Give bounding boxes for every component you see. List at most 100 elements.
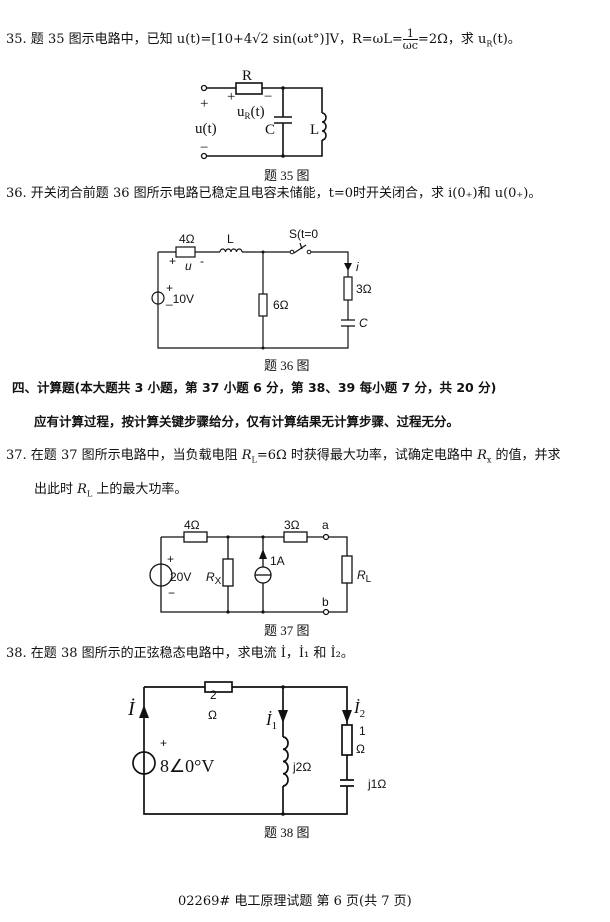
rx-symbol: R [477, 448, 487, 463]
label-4ohm: 4Ω [184, 518, 200, 532]
figure-36: 4Ω L S(t=0 + u - + _10V 6Ω i 3Ω C 题 36 图 [151, 227, 372, 373]
section-instruction: 应有计算过程，按计算关键步骤给分，仅有计算结果无计算步骤、过程无分。 [34, 414, 460, 429]
label-i1: İ1 [265, 710, 277, 732]
q35-text-b: =2Ω，求 u [417, 32, 487, 47]
q37-text-a: 37. 在题 37 图所示电路中，当负载电阻 [6, 448, 242, 463]
arrow-icon [259, 549, 267, 559]
inductor [282, 736, 289, 787]
label-i: i [356, 260, 359, 274]
section-title: 四、计算题(本大题共 3 小题，第 37 小题 6 分，第 38、39 每小题 … [12, 380, 497, 395]
q35-sub: R [486, 39, 493, 49]
label-3ohm: 3Ω [284, 518, 300, 532]
terminal [200, 152, 208, 160]
label-switch: S(t=0 [289, 227, 318, 241]
label-src-plus: + [166, 281, 173, 295]
caption-36: 题 36 图 [264, 358, 310, 373]
label-3ohm: 3Ω [356, 282, 372, 296]
arrow-icon [344, 263, 352, 271]
label-8v: 8∠0°V [160, 756, 214, 776]
arrow-icon [139, 705, 149, 718]
label-r: R [242, 68, 252, 84]
resistor-r [235, 82, 263, 95]
label-ur: uR(t) [237, 104, 265, 121]
rl-symbol: R [77, 482, 87, 497]
label-10v: _10V [165, 292, 194, 306]
figure-38: 2 Ω İ İ1 İ2 + 8∠0°V j2Ω 1 Ω j1Ω 题 38 图 [127, 681, 386, 840]
resistor-rx [222, 558, 234, 587]
question-36: 36. 开关闭合前题 36 图所示电路已稳定且电容未储能，t=0时开关闭合，求 … [6, 186, 542, 201]
inductor-l [219, 248, 243, 253]
label-minus: - [200, 254, 204, 268]
resistor-6 [258, 293, 268, 317]
label-u: u(t) [195, 121, 217, 137]
label-c: C [359, 316, 368, 330]
label-a: a [322, 518, 329, 532]
q37-line2-b: 上的最大功率。 [92, 482, 188, 497]
capacitor-c [341, 319, 355, 327]
resistor-3 [283, 531, 308, 543]
question-37-line1: 37. 在题 37 图所示电路中，当负载电阻 RL=6Ω 时获得最大功率，试确定… [6, 448, 561, 469]
terminal-b[interactable] [322, 608, 330, 616]
label-u: u [185, 259, 192, 273]
capacitor-c [274, 116, 292, 124]
inductor-l [321, 112, 327, 141]
resistor-3 [343, 276, 353, 301]
page-footer: 02269# 电工原理试题 第 6 页(共 7 页) [178, 894, 412, 909]
question-35: 35. 题 35 图示电路中，已知 u(t)=[10+4√2 sin(ωt°)]… [6, 28, 521, 53]
label-1a: 1A [270, 554, 285, 568]
label-minus: − [200, 140, 208, 156]
q37-line2-a: 出此时 [34, 482, 78, 497]
rl-sub: L [86, 489, 93, 499]
terminal [200, 84, 208, 92]
label-6ohm: 6Ω [273, 298, 289, 312]
arrow-icon [278, 710, 288, 723]
rx-sub: x [486, 455, 492, 465]
arrow-icon [342, 710, 352, 723]
label-2: 2 [210, 688, 217, 702]
q37-text-c: 的值，并求 [491, 448, 561, 463]
q35-text: 35. 题 35 图示电路中，已知 u(t)=[10+4√2 sin(ωt°)]… [6, 32, 403, 47]
label-plus: + [169, 254, 176, 268]
question-38: 38. 在题 38 图所示的正弦稳态电路中，求电流 İ，İ₁ 和 İ₂。 [6, 646, 354, 661]
label-c: C [265, 122, 275, 138]
label-20v: 20V [170, 570, 191, 584]
frac-num: 1 [402, 28, 418, 40]
label-ohm: Ω [356, 742, 365, 756]
label-l: L [310, 122, 319, 138]
label-ohm: Ω [208, 708, 217, 722]
label-rl: RL [357, 568, 372, 585]
label-plus: + [167, 552, 174, 566]
switch [293, 242, 307, 254]
label-plus: + [160, 736, 167, 750]
label-i2: İ2 [353, 698, 365, 720]
resistor-4 [183, 531, 208, 543]
caption-37: 题 37 图 [264, 623, 310, 638]
label-minus: − [168, 586, 175, 600]
label-plus: + [200, 96, 208, 112]
label-ur-plus: + [227, 89, 235, 105]
label-1: 1 [359, 724, 366, 738]
frac-den: ωc [402, 39, 418, 52]
terminal-a[interactable] [322, 533, 330, 541]
label-4ohm: 4Ω [179, 232, 195, 246]
q35-text-c: (t)。 [492, 32, 521, 47]
rl-symbol: R [241, 448, 252, 463]
q37-text-b: =6Ω 时获得最大功率，试确定电路中 [256, 448, 478, 463]
question-37-line2: 出此时 RL 上的最大功率。 [34, 482, 187, 503]
capacitor [340, 779, 354, 787]
label-l: L [227, 232, 234, 246]
caption-35: 题 35 图 [264, 168, 310, 183]
label-i: İ [127, 697, 136, 720]
caption-38: 题 38 图 [264, 825, 310, 840]
label-ur-minus: − [264, 89, 272, 105]
figure-35: R + u(t) − + uR(t) − C L 题 35 图 [195, 68, 327, 183]
label-j2ohm: j2Ω [292, 760, 311, 774]
label-b: b [322, 595, 329, 609]
label-j1ohm: j1Ω [367, 777, 386, 791]
figure-37: 4Ω 3Ω a b + 20V − RX 1A RL 题 37 图 [149, 518, 372, 638]
label-rx: RX [206, 570, 222, 587]
resistor-rl [341, 555, 353, 584]
resistor-1 [341, 724, 353, 756]
